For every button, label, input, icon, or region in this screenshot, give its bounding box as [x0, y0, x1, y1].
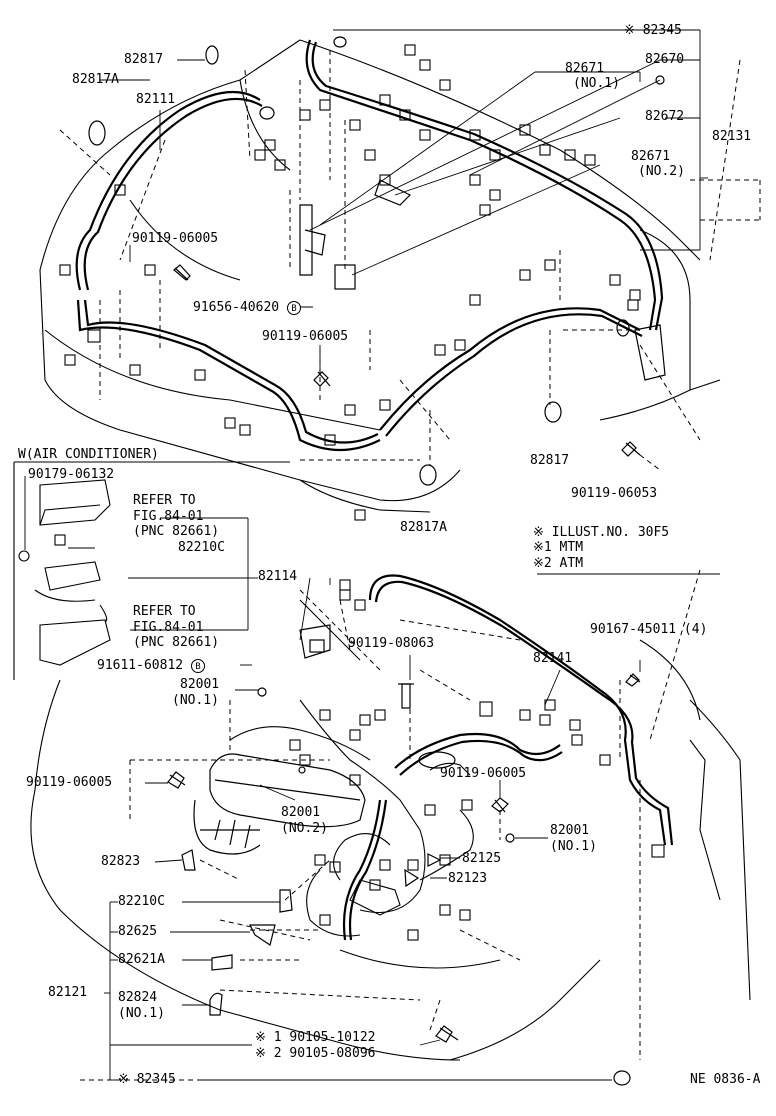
part-90119-08063: 90119-08063 [348, 636, 435, 651]
part-82824-sub: (NO.1) [118, 1006, 165, 1021]
part-90119-06005-d: 90119-06005 [440, 766, 527, 781]
body-outline-top [39, 39, 721, 513]
part-82001-no1-right-sub: (NO.1) [550, 839, 597, 854]
part-82141: 82141 [533, 651, 573, 666]
part-82671-no1-sub: (NO.1) [573, 76, 620, 91]
leader-lines-mid [24, 476, 258, 631]
air-conditioner-label: W(AIR CONDITIONER) [18, 447, 159, 462]
part-82210C-mid: 82210C [178, 540, 225, 555]
part-82125: 82125 [462, 851, 502, 866]
body-outline-bottom [30, 639, 751, 1061]
part-82671-no2-sub: (NO.2) [638, 164, 685, 179]
part-91611-60812: 91611-60812 B [97, 659, 205, 673]
part-82001-no2: 82001 [281, 805, 321, 820]
part-82817-top: 82817 [124, 52, 164, 67]
part-82817A-mid: 82817A [400, 520, 447, 535]
harness-82111 [75, 90, 643, 452]
bolts-top [173, 264, 641, 457]
part-90119-06005-c: 90119-06005 [26, 775, 113, 790]
connectors-top [59, 44, 641, 521]
part-90119-06005-b: 90119-06005 [262, 329, 349, 344]
legend-illust: ※ ILLUST.NO. 30F5 [533, 525, 670, 540]
diagram-code: NE 0836-A [690, 1072, 761, 1087]
part-90119-06005-a: 90119-06005 [132, 231, 219, 246]
legend-atm: ※2 ATM [533, 556, 584, 571]
part-82817-mid: 82817 [530, 453, 570, 468]
part-82123: 82123 [448, 871, 488, 886]
refer-pnc-2: (PNC 82661) [133, 635, 220, 650]
part-90105-10122: ※ 1 90105-10122 [255, 1030, 376, 1045]
refer-pnc-1: (PNC 82661) [133, 524, 220, 539]
air-conditioner-inset [13, 461, 290, 680]
harness-82121 [229, 599, 474, 937]
part-91656-40620: 91656-40620 B [193, 301, 301, 315]
part-82001-no1-right: 82001 [550, 823, 590, 838]
refer-to-1: REFER TO [133, 493, 196, 508]
part-82114: 82114 [258, 569, 298, 584]
part-82345-top: ※ 82345 [624, 23, 682, 38]
part-82131: 82131 [712, 129, 752, 144]
part-82345-bottom: ※ 82345 [118, 1072, 176, 1087]
part-90119-06053: 90119-06053 [571, 486, 658, 501]
leader-lines-top [100, 29, 708, 372]
part-82823: 82823 [101, 854, 141, 869]
brackets-bottom [181, 624, 631, 1086]
part-82671-no2: 82671 [631, 149, 671, 164]
part-82001-no2-sub: (NO.2) [281, 821, 328, 836]
part-82621A: 82621A [118, 952, 165, 967]
connectors-bottom [289, 579, 665, 941]
refer-fig-2: FIG.84-01 [133, 620, 204, 635]
refer-fig-1: FIG.84-01 [133, 509, 204, 524]
harness-82141 [342, 574, 674, 941]
part-82671-no1: 82671 [565, 61, 605, 76]
refer-to-2: REFER TO [133, 604, 196, 619]
bolts-bottom [167, 673, 641, 1043]
part-82001-no1: 82001 [180, 677, 220, 692]
part-90105-08096: ※ 2 90105-08096 [255, 1046, 376, 1061]
part-82670: 82670 [645, 52, 685, 67]
part-82824: 82824 [118, 990, 158, 1005]
part-82817A-top: 82817A [72, 72, 119, 87]
part-82672: 82672 [645, 109, 685, 124]
part-90179-06132: 90179-06132 [28, 467, 115, 482]
leader-lines-bottom [104, 573, 720, 1081]
part-82210C-bottom: 82210C [118, 894, 165, 909]
dashed-leaders-top [59, 50, 761, 471]
part-82001-no1-sub: (NO.1) [172, 693, 219, 708]
part-82625: 82625 [118, 924, 158, 939]
legend-mtm: ※1 MTM [533, 540, 584, 555]
part-90167-45011: 90167-45011 (4) [590, 622, 708, 637]
brackets-top [88, 36, 666, 486]
part-82111: 82111 [136, 92, 176, 107]
part-82121: 82121 [48, 985, 88, 1000]
engine-block [193, 753, 366, 855]
